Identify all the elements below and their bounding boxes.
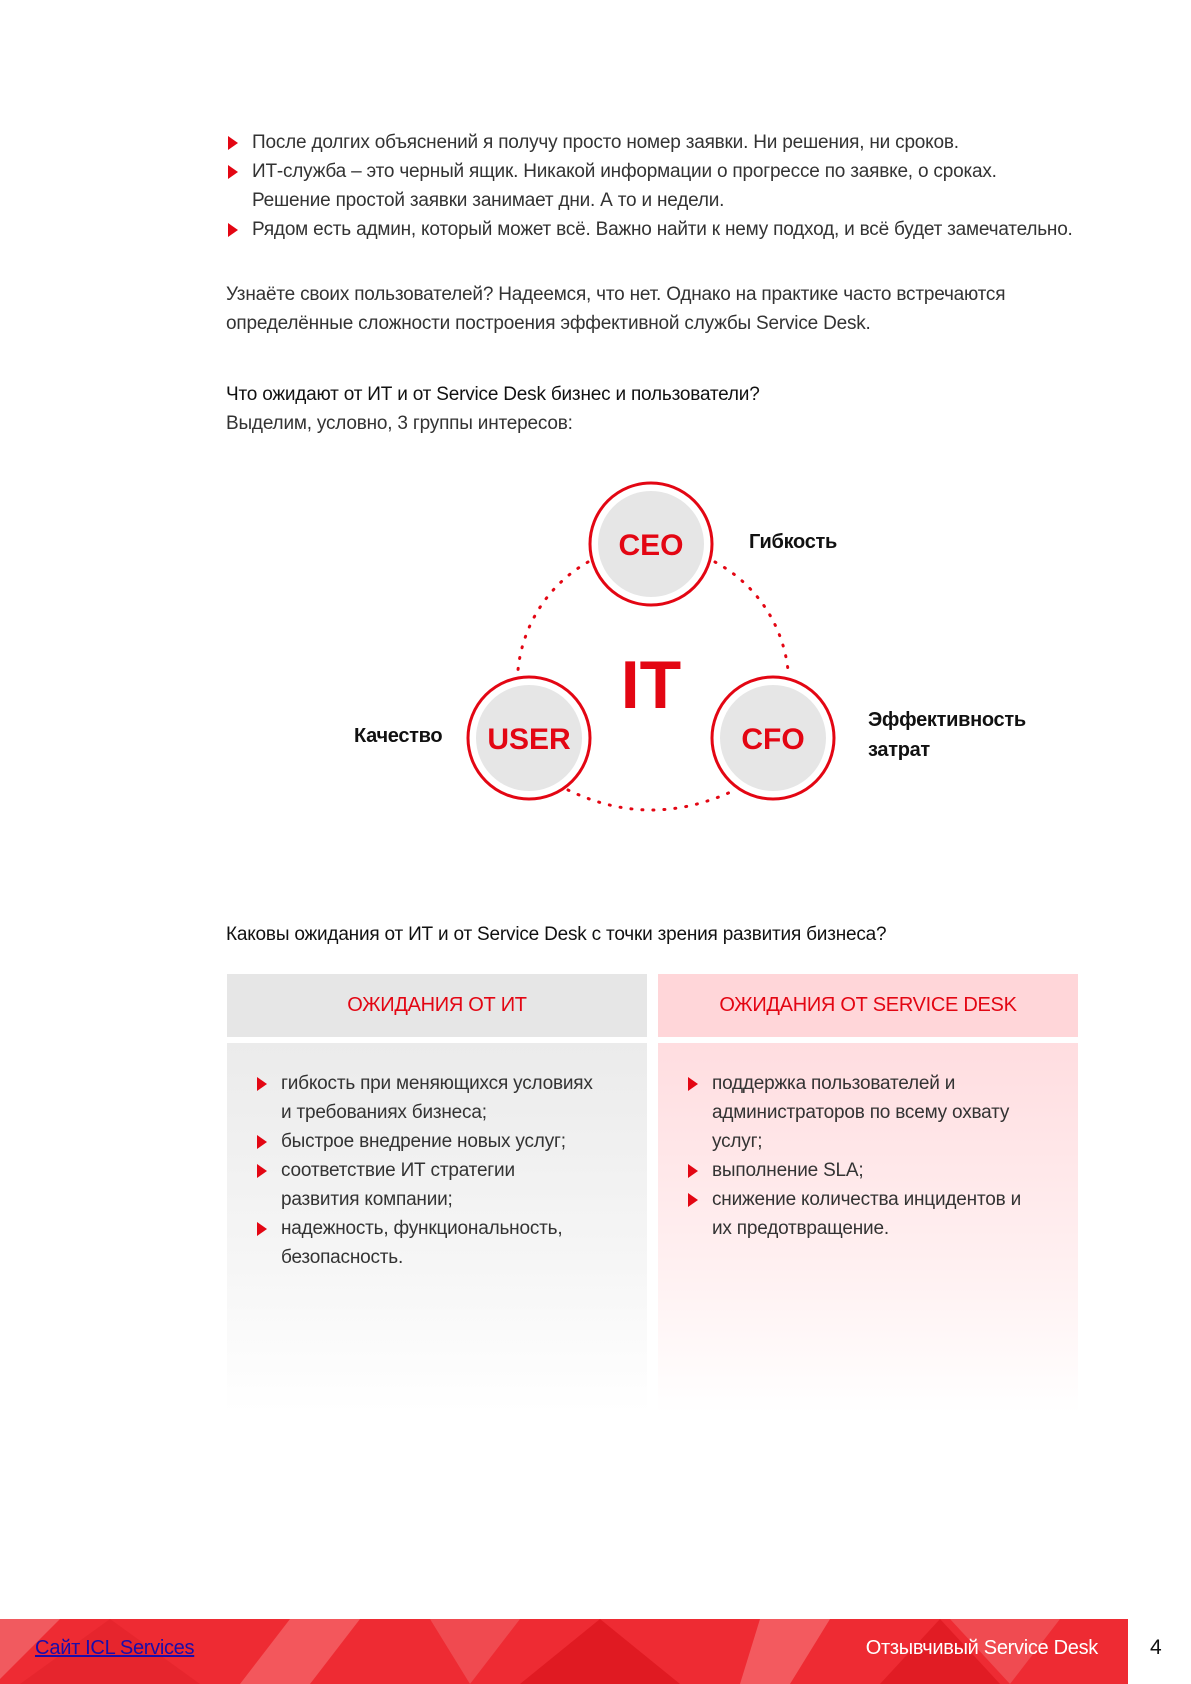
label-user: Качество: [354, 725, 443, 747]
list-item: ИТ-служба – это черный ящик. Никакой инф…: [226, 157, 1012, 215]
list-item: поддержка пользователей и администраторо…: [686, 1069, 1042, 1156]
page-number: 4: [1150, 1636, 1162, 1659]
footer-bar: Сайт ICL Services Отзывчивый Service Des…: [0, 1619, 1128, 1684]
question-heading: Что ожидают от ИТ и от Service Desk бизн…: [226, 384, 760, 405]
it-expectations-column: ОЖИДАНИЯ ОТ ИТ гибкость при меняющихся у…: [227, 974, 647, 1413]
node-user-label: USER: [487, 723, 571, 756]
bullet-arrow-icon: [257, 1164, 267, 1178]
arc-ceo-user: [516, 560, 590, 672]
list-item: выполнение SLA;: [686, 1156, 1026, 1185]
diagram-center-label: IT: [621, 647, 681, 723]
node-cfo: CFO: [710, 675, 836, 801]
it-column-body: гибкость при меняющихся условиях и требо…: [227, 1043, 647, 1413]
list-item: снижение количества инцидентов и их пред…: [686, 1185, 1042, 1243]
arc-user-cfo: [566, 788, 737, 812]
interest-groups-diagram: CEO USER CFO IT Гибкость Качество Эффект…: [0, 470, 1191, 840]
list-item: быстрое внедрение новых услуг;: [255, 1127, 595, 1156]
it-column-header: ОЖИДАНИЯ ОТ ИТ: [227, 974, 647, 1037]
node-ceo-fill: [598, 491, 704, 597]
node-user-fill: [476, 685, 582, 791]
node-cfo-fill: [720, 685, 826, 791]
bullet-arrow-icon: [257, 1135, 267, 1149]
bullet-arrow-icon: [228, 223, 238, 237]
node-user: USER: [466, 675, 592, 801]
bullet-arrow-icon: [688, 1193, 698, 1207]
sd-expectations-list: поддержка пользователей и администраторо…: [686, 1069, 1026, 1243]
bullet-arrow-icon: [688, 1164, 698, 1178]
list-item: После долгих объяснений я получу просто …: [226, 128, 1106, 157]
node-cfo-label: CFO: [741, 723, 804, 756]
label-cfo-line1: Эффективность: [868, 709, 1026, 731]
footer-document-title: Отзывчивый Service Desk: [865, 1637, 1099, 1659]
bullet-arrow-icon: [257, 1222, 267, 1236]
service-desk-expectations-column: ОЖИДАНИЯ ОТ SERVICE DESK поддержка польз…: [658, 974, 1078, 1413]
question-subtitle: Выделим, условно, 3 группы интересов:: [226, 413, 573, 434]
footer-pattern: [0, 1619, 1060, 1684]
sd-column-header: ОЖИДАНИЯ ОТ SERVICE DESK: [658, 974, 1078, 1037]
label-ceo: Гибкость: [749, 531, 838, 553]
list-item: гибкость при меняющихся условиях и требо…: [255, 1069, 595, 1127]
footer-site-link[interactable]: Сайт ICL Services: [35, 1637, 195, 1659]
expectations-heading: Каковы ожидания от ИТ и от Service Desk …: [226, 924, 887, 945]
list-item: Рядом есть админ, который может всё. Важ…: [226, 215, 1106, 244]
intro-bullet-list: После долгих объяснений я получу просто …: [226, 128, 1106, 244]
bullet-arrow-icon: [228, 136, 238, 150]
sd-column-body: поддержка пользователей и администраторо…: [658, 1043, 1078, 1413]
node-ceo-label: CEO: [618, 529, 683, 562]
bullet-arrow-icon: [228, 165, 238, 179]
diagram-svg: CEO USER CFO IT: [466, 481, 836, 812]
label-cfo-line2: затрат: [868, 739, 930, 761]
intro-paragraph: Узнаёте своих пользователей? Надеемся, ч…: [226, 284, 1006, 334]
bullet-arrow-icon: [688, 1077, 698, 1091]
node-ceo: CEO: [588, 481, 714, 607]
arc-ceo-cfo: [713, 560, 790, 672]
it-expectations-list: гибкость при меняющихся условиях и требо…: [255, 1069, 595, 1272]
bullet-arrow-icon: [257, 1077, 267, 1091]
list-item: надежность, функциональность, безопаснос…: [255, 1214, 581, 1272]
list-item: соответствие ИТ стратегии развития компа…: [255, 1156, 595, 1214]
